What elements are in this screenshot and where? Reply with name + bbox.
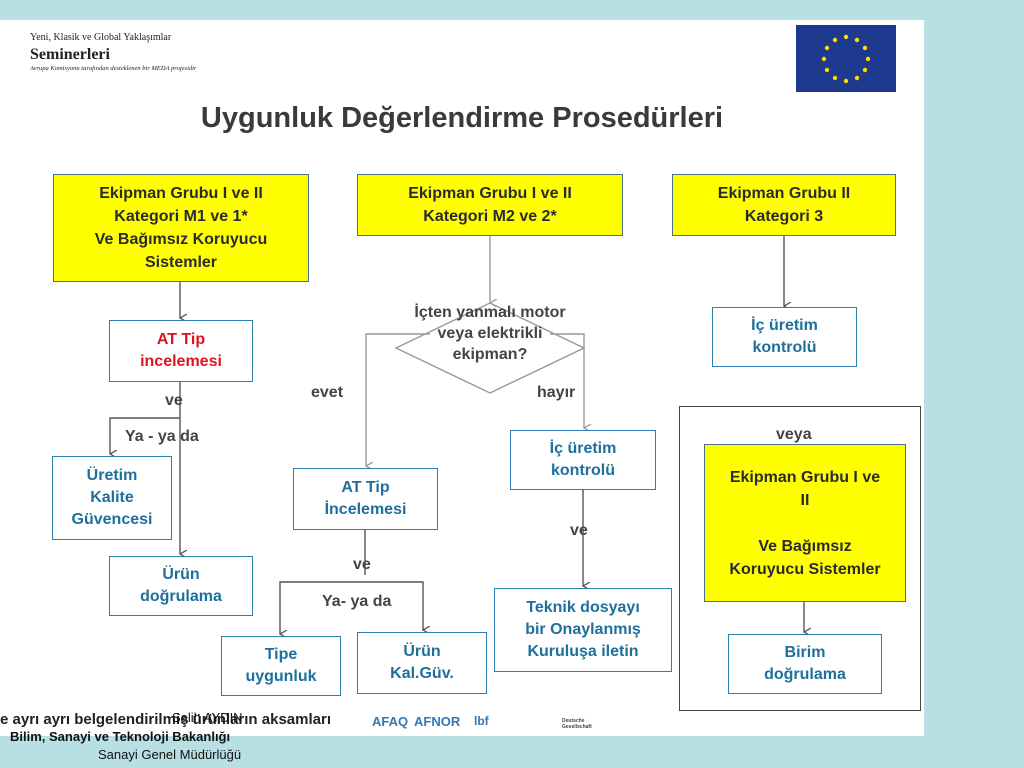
box-uretim-kalite-guvencesi: Üretim Kalite Güvencesi: [52, 456, 172, 540]
box-group-m2: Ekipman Grubu I ve II Kategori M2 ve 2*: [357, 174, 623, 236]
label-ve-mid: ve: [353, 556, 371, 573]
footer: Salih AYDIN Bilim, Sanayi ve Teknoloji B…: [0, 710, 300, 768]
label-evet: evet: [311, 384, 344, 401]
seminar-header: Yeni, Klasik ve Global Yaklaşımlar Semin…: [30, 32, 196, 72]
label-hayir: hayır: [537, 384, 576, 401]
box-urun-dogrulama: Ürün doğrulama: [109, 556, 253, 616]
logo-afaq: AFAQ: [372, 714, 409, 729]
box-tipe-uygunluk: Tipe uygunluk: [221, 636, 341, 696]
slide-title: Uygunluk Değerlendirme Prosedürleri: [200, 102, 724, 134]
footer-author: Salih AYDIN: [172, 710, 243, 725]
flow-connectors: [0, 236, 924, 736]
box-teknik-dosya: Teknik dosyayı bir Onaylanmış Kuruluşa i…: [494, 588, 672, 672]
header-seminar: Seminerleri: [30, 46, 110, 63]
footer-ministry: Bilim, Sanayi ve Teknoloji Bakanlığı: [10, 729, 231, 744]
label-ya-yada-left: Ya - ya da: [125, 428, 199, 445]
label-ya-yada-mid: Ya- ya da: [322, 593, 392, 610]
footer-strip-text: e ayrı ayrı belgelendirilmiş ürünların a…: [0, 711, 331, 728]
box-at-tip-incelemesi-blue: AT Tip İncelemesi: [293, 468, 438, 530]
box-birim-dogrulama: Birim doğrulama: [728, 634, 882, 694]
eu-flag-icon: [796, 25, 896, 92]
footer-directorate: Sanayi Genel Müdürlüğü: [98, 747, 242, 762]
label-ve-right: ve: [570, 522, 588, 539]
box-urun-kal-guv: Ürün Kal.Güv.: [357, 632, 487, 694]
box-group-cat3: Ekipman Grubu II Kategori 3: [672, 174, 896, 236]
box-group-independent: Ekipman Grubu I ve II Ve Bağımsız Koruyu…: [704, 444, 906, 602]
box-group-m1: Ekipman Grubu I ve II Kategori M1 ve 1* …: [53, 174, 309, 282]
label-ve-left: ve: [165, 392, 183, 409]
label-veya: veya: [776, 426, 812, 443]
decision-question: İçten yanmalı motor veya elektrikli ekip…: [414, 304, 566, 363]
alternative-frame: [679, 406, 921, 711]
logo-afnor: AFNOR: [414, 714, 461, 729]
box-ic-uretim-kontrolu-right: İç üretim kontrolü: [712, 307, 857, 367]
box-ic-uretim-kontrolu-mid: İç üretim kontrolü: [510, 430, 656, 490]
box-at-tip-incelemesi-red: AT Tip incelemesi: [109, 320, 253, 382]
logo-lbf: lbf: [474, 714, 489, 728]
header-subline: Avrupa Komisyonu tarafından desteklenen …: [30, 65, 197, 72]
slide: Yeni, Klasik ve Global Yaklaşımlar Semin…: [0, 20, 924, 736]
logo-deutsche: Deutsche Gesellschaft: [562, 718, 592, 730]
header-series: Yeni, Klasik ve Global Yaklaşımlar: [30, 32, 172, 43]
